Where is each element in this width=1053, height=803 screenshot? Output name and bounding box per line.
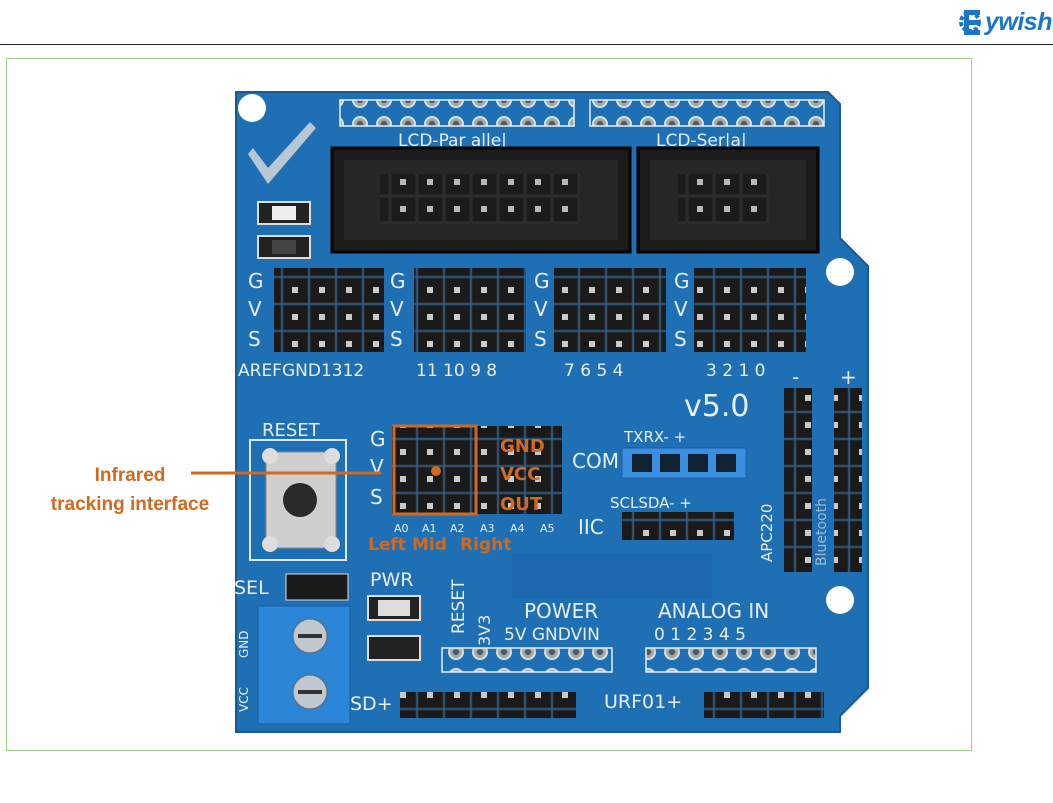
- image-frame: [6, 58, 972, 751]
- apc220-header: [784, 388, 812, 572]
- mount-hole: [826, 258, 854, 286]
- version-label: v5.0: [684, 389, 749, 424]
- row-label-s: S: [674, 327, 687, 351]
- gear-e-icon: [959, 10, 981, 35]
- callout-pointer: [191, 471, 381, 475]
- sensor-shield-board: LCD-Par alle| LCD-Ser|a| G V S G V S G V…: [234, 91, 869, 733]
- txrx-label: TXRX- +: [623, 428, 686, 446]
- lcd-serial-label: LCD-Ser|a|: [656, 131, 747, 151]
- row-label-g: G: [370, 427, 386, 451]
- row-label-g: G: [390, 269, 406, 293]
- minus-label: -: [792, 365, 799, 389]
- analog-label: A1: [422, 522, 437, 535]
- analog-in-numbers: 0 1 2 3 4 5: [654, 625, 746, 645]
- plus-label: +: [840, 365, 857, 389]
- sd-label: SD+: [350, 693, 393, 715]
- row-label-s: S: [534, 327, 547, 351]
- row-label-g: G: [248, 269, 264, 293]
- position-left-label: Left: [368, 535, 406, 555]
- position-right-label: Right: [460, 535, 511, 555]
- digital-label-group2: 11 10 9 8: [416, 361, 497, 381]
- iic-label: IIC: [578, 515, 604, 539]
- infrared-interface-highlight: [392, 424, 478, 516]
- urf01-label: URF01+: [604, 691, 682, 713]
- row-label-s: S: [390, 327, 403, 351]
- lcd-parallel-label: LCD-Par alle|: [398, 131, 507, 151]
- apc220-label: APC220: [758, 504, 776, 562]
- power-holes: [441, 647, 613, 673]
- row-label-g: G: [674, 269, 690, 293]
- digital-label-group4: 3 2 1 0: [706, 361, 765, 381]
- callout-line1: Infrared: [94, 465, 166, 486]
- row-label-v: V: [248, 297, 262, 321]
- row-label-s: S: [248, 327, 261, 351]
- row-label-v: V: [390, 297, 404, 321]
- mount-hole: [826, 586, 854, 614]
- power-pins-label: 5V GNDVIN: [504, 625, 600, 645]
- pin-gnd-label: GND: [500, 436, 545, 457]
- analog-label: A4: [510, 522, 525, 535]
- checkmark-icon: [248, 122, 316, 184]
- reset-button: [283, 483, 317, 517]
- brand-name: ywish: [985, 7, 1052, 36]
- row-label-g: G: [534, 269, 550, 293]
- analog-label: A0: [394, 522, 409, 535]
- pin-out-label: OUT: [500, 494, 543, 515]
- mount-hole: [238, 94, 266, 122]
- scl-sda-label: SCLSDA- +: [610, 494, 692, 512]
- reset-label: RESET: [262, 420, 321, 441]
- digital-label-group3: 7 6 5 4: [564, 361, 623, 381]
- power-reset-label: RESET: [449, 579, 469, 634]
- analog-label: A2: [450, 522, 465, 535]
- analog-in-holes: [645, 647, 817, 673]
- pin-vcc-label: VCC: [500, 464, 540, 485]
- analog-label: A5: [540, 522, 555, 535]
- header-divider: [0, 44, 1053, 45]
- analog-label: A3: [480, 522, 495, 535]
- bluetooth-header: [834, 388, 862, 572]
- row-label-s: S: [370, 485, 383, 509]
- sel-label: SEL: [234, 577, 269, 599]
- com-label: COM: [572, 449, 619, 473]
- analog-in-label: ANALOG IN: [658, 599, 769, 623]
- callout-line2: tracking interface: [50, 494, 210, 515]
- sd-header: [400, 692, 576, 718]
- position-mid-label: Mid: [412, 535, 447, 555]
- digital-header-groups: [274, 268, 806, 352]
- iic-header: [622, 512, 734, 540]
- power-3v3-label: 3V3: [475, 615, 494, 646]
- row-label-v: V: [674, 297, 688, 321]
- infrared-callout: Infrared tracking interface: [40, 461, 220, 519]
- gnd-terminal-label: GND: [237, 630, 251, 658]
- bluetooth-label: Bluetooth: [814, 498, 830, 566]
- brand-logo: ywish: [958, 2, 1052, 42]
- digital-label-group1: AREFGND1312: [238, 361, 364, 381]
- sel-jumper: [285, 573, 349, 601]
- row-label-v: V: [534, 297, 548, 321]
- pwr-label: PWR: [370, 569, 413, 591]
- power-label: POWER: [524, 599, 598, 623]
- vcc-terminal-label: VCC: [237, 687, 251, 712]
- urf01-header: [704, 692, 824, 718]
